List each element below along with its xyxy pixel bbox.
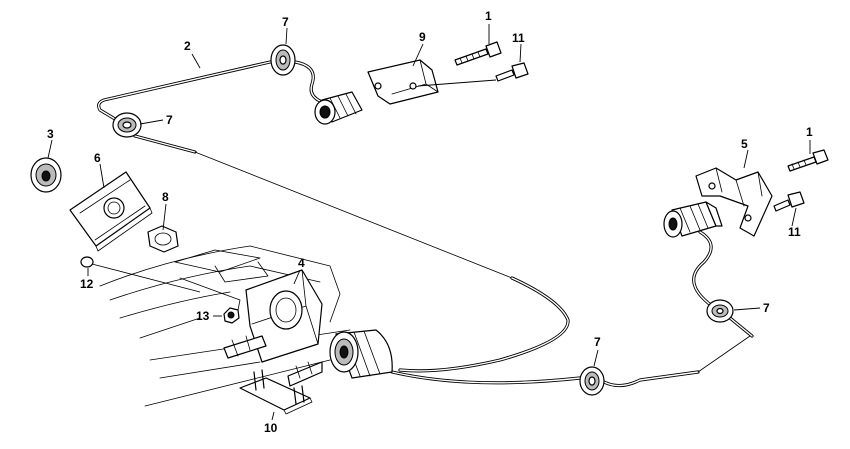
callout-3: 3 bbox=[47, 127, 54, 141]
callout-11-right: 11 bbox=[788, 225, 801, 239]
callout-labels: 1 1 2 3 4 5 6 7 7 7 7 8 9 10 11 11 12 13 bbox=[47, 9, 813, 435]
grommet-top bbox=[270, 44, 296, 76]
callout-9: 9 bbox=[419, 30, 426, 44]
grommet-bottom bbox=[579, 366, 605, 396]
rear-body-panel bbox=[99, 245, 351, 407]
plate-6 bbox=[69, 171, 153, 252]
plate-10 bbox=[239, 369, 313, 415]
callout-2: 2 bbox=[184, 39, 191, 53]
nut-8 bbox=[147, 225, 179, 253]
callout-7-left: 7 bbox=[166, 113, 173, 127]
callout-7-right: 7 bbox=[763, 301, 770, 315]
callout-6: 6 bbox=[94, 151, 101, 165]
bolt-11-top bbox=[417, 62, 529, 87]
callout-leaders bbox=[47, 24, 811, 421]
connector-upper bbox=[314, 91, 363, 125]
callout-7-top: 7 bbox=[282, 15, 289, 29]
connector-center bbox=[329, 329, 393, 379]
harness-cable-right bbox=[692, 230, 754, 338]
grommet-left bbox=[112, 112, 142, 138]
nut-13 bbox=[223, 307, 240, 324]
callout-7-bottom: 7 bbox=[594, 335, 601, 349]
callout-8: 8 bbox=[162, 190, 169, 204]
callout-5: 5 bbox=[741, 137, 748, 151]
callout-10: 10 bbox=[264, 421, 278, 435]
callout-11-top: 11 bbox=[512, 31, 525, 45]
cap-3 bbox=[30, 157, 62, 193]
callout-13: 13 bbox=[196, 309, 210, 323]
bracket-4 bbox=[223, 269, 323, 387]
harness-cable-upper bbox=[97, 60, 324, 154]
grommet-right bbox=[706, 299, 734, 323]
callout-1-right: 1 bbox=[806, 125, 813, 139]
bolt-11-right bbox=[773, 191, 805, 212]
harness-wire-long bbox=[194, 151, 751, 388]
bolt-1-right bbox=[787, 149, 829, 172]
bracket-9 bbox=[367, 59, 439, 105]
clip-12 bbox=[80, 256, 201, 293]
connector-right bbox=[663, 201, 723, 238]
callout-12: 12 bbox=[80, 277, 94, 291]
callout-1-top: 1 bbox=[485, 9, 492, 23]
bolt-1-top bbox=[454, 41, 502, 66]
bracket-5 bbox=[695, 167, 773, 237]
callout-4: 4 bbox=[298, 256, 305, 270]
